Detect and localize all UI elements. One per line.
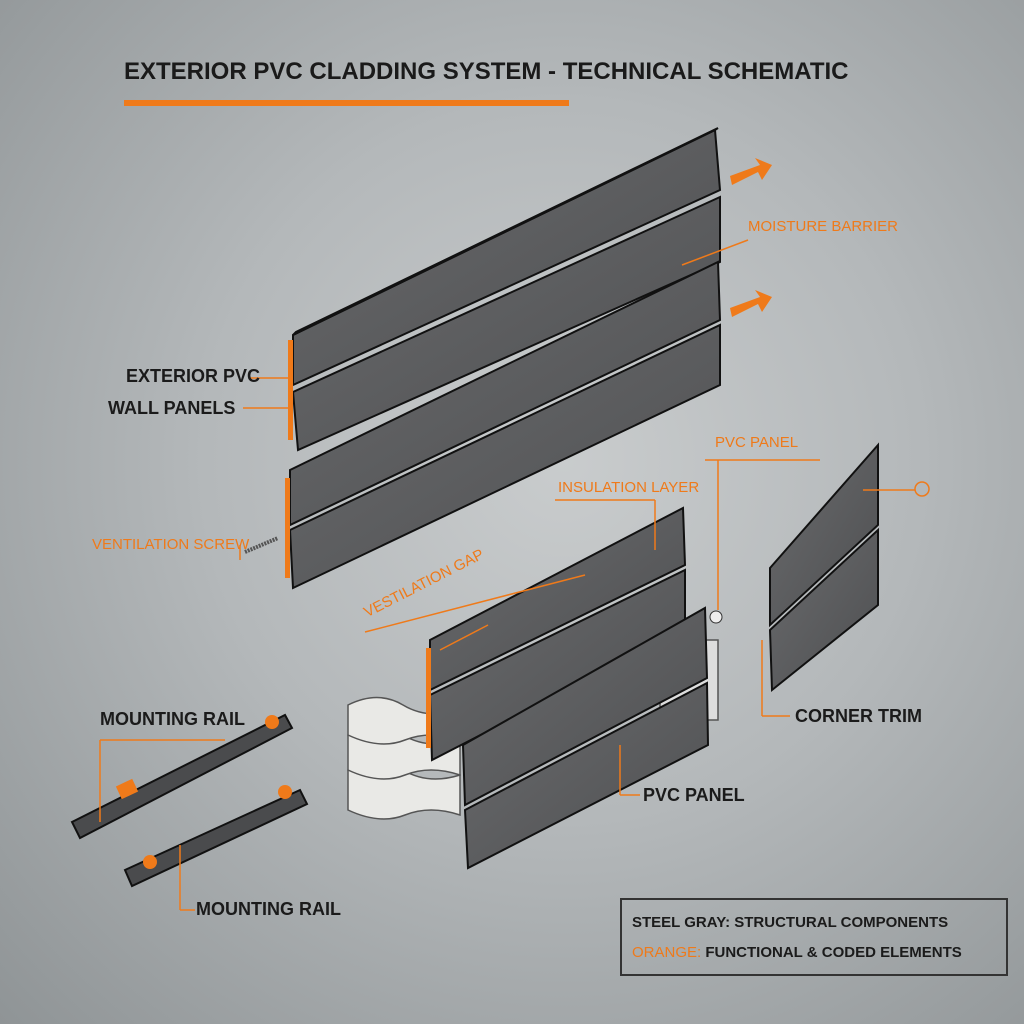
corner-trim-panel: [768, 442, 879, 693]
legend-steel: STEEL GRAY: STRUCTURAL COMPONENTS: [632, 914, 949, 931]
leader-lines: [99, 239, 915, 911]
mounting-rail-2: [123, 788, 309, 888]
marker-icon: [914, 481, 930, 497]
coded-elements: [115, 158, 772, 869]
label-corner-trim: CORNER TRIM: [795, 706, 922, 726]
label-pvc-panel-top: PVC PANEL: [715, 434, 799, 451]
label-pvc-panel: PVC PANEL: [643, 785, 745, 805]
legend-orange: ORANGE: FUNCTIONAL & CODED ELEMENTS: [632, 944, 962, 961]
label-wall-panels: WALL PANELS: [108, 398, 236, 418]
arrow-icon: [730, 158, 772, 185]
label-moisture-barrier: MOISTURE BARRIER: [748, 218, 899, 235]
label-exterior-pvc: EXTERIOR PVC: [126, 366, 261, 386]
pvc-panel-front: [461, 606, 710, 870]
page-title: EXTERIOR PVC CLADDING SYSTEM - TECHNICAL…: [124, 58, 849, 85]
label-insulation-layer: INSULATION LAYER: [558, 479, 700, 496]
screw-icon: [244, 536, 279, 554]
legend-orange-key: ORANGE:: [632, 944, 702, 961]
arrow-icon: [730, 290, 772, 317]
washer-icon: [709, 610, 723, 624]
label-ventilation-screw: VENTILATION SCREW: [92, 536, 250, 553]
legend: STEEL GRAY: STRUCTURAL COMPONENTS ORANGE…: [620, 898, 1008, 976]
mounting-rail-1: [70, 713, 294, 840]
legend-orange-text: FUNCTIONAL & CODED ELEMENTS: [705, 944, 962, 961]
title-underline: [124, 100, 569, 106]
label-mounting-rail: MOUNTING RAIL: [196, 899, 341, 919]
label-mounting-rail: MOUNTING RAIL: [100, 709, 245, 729]
